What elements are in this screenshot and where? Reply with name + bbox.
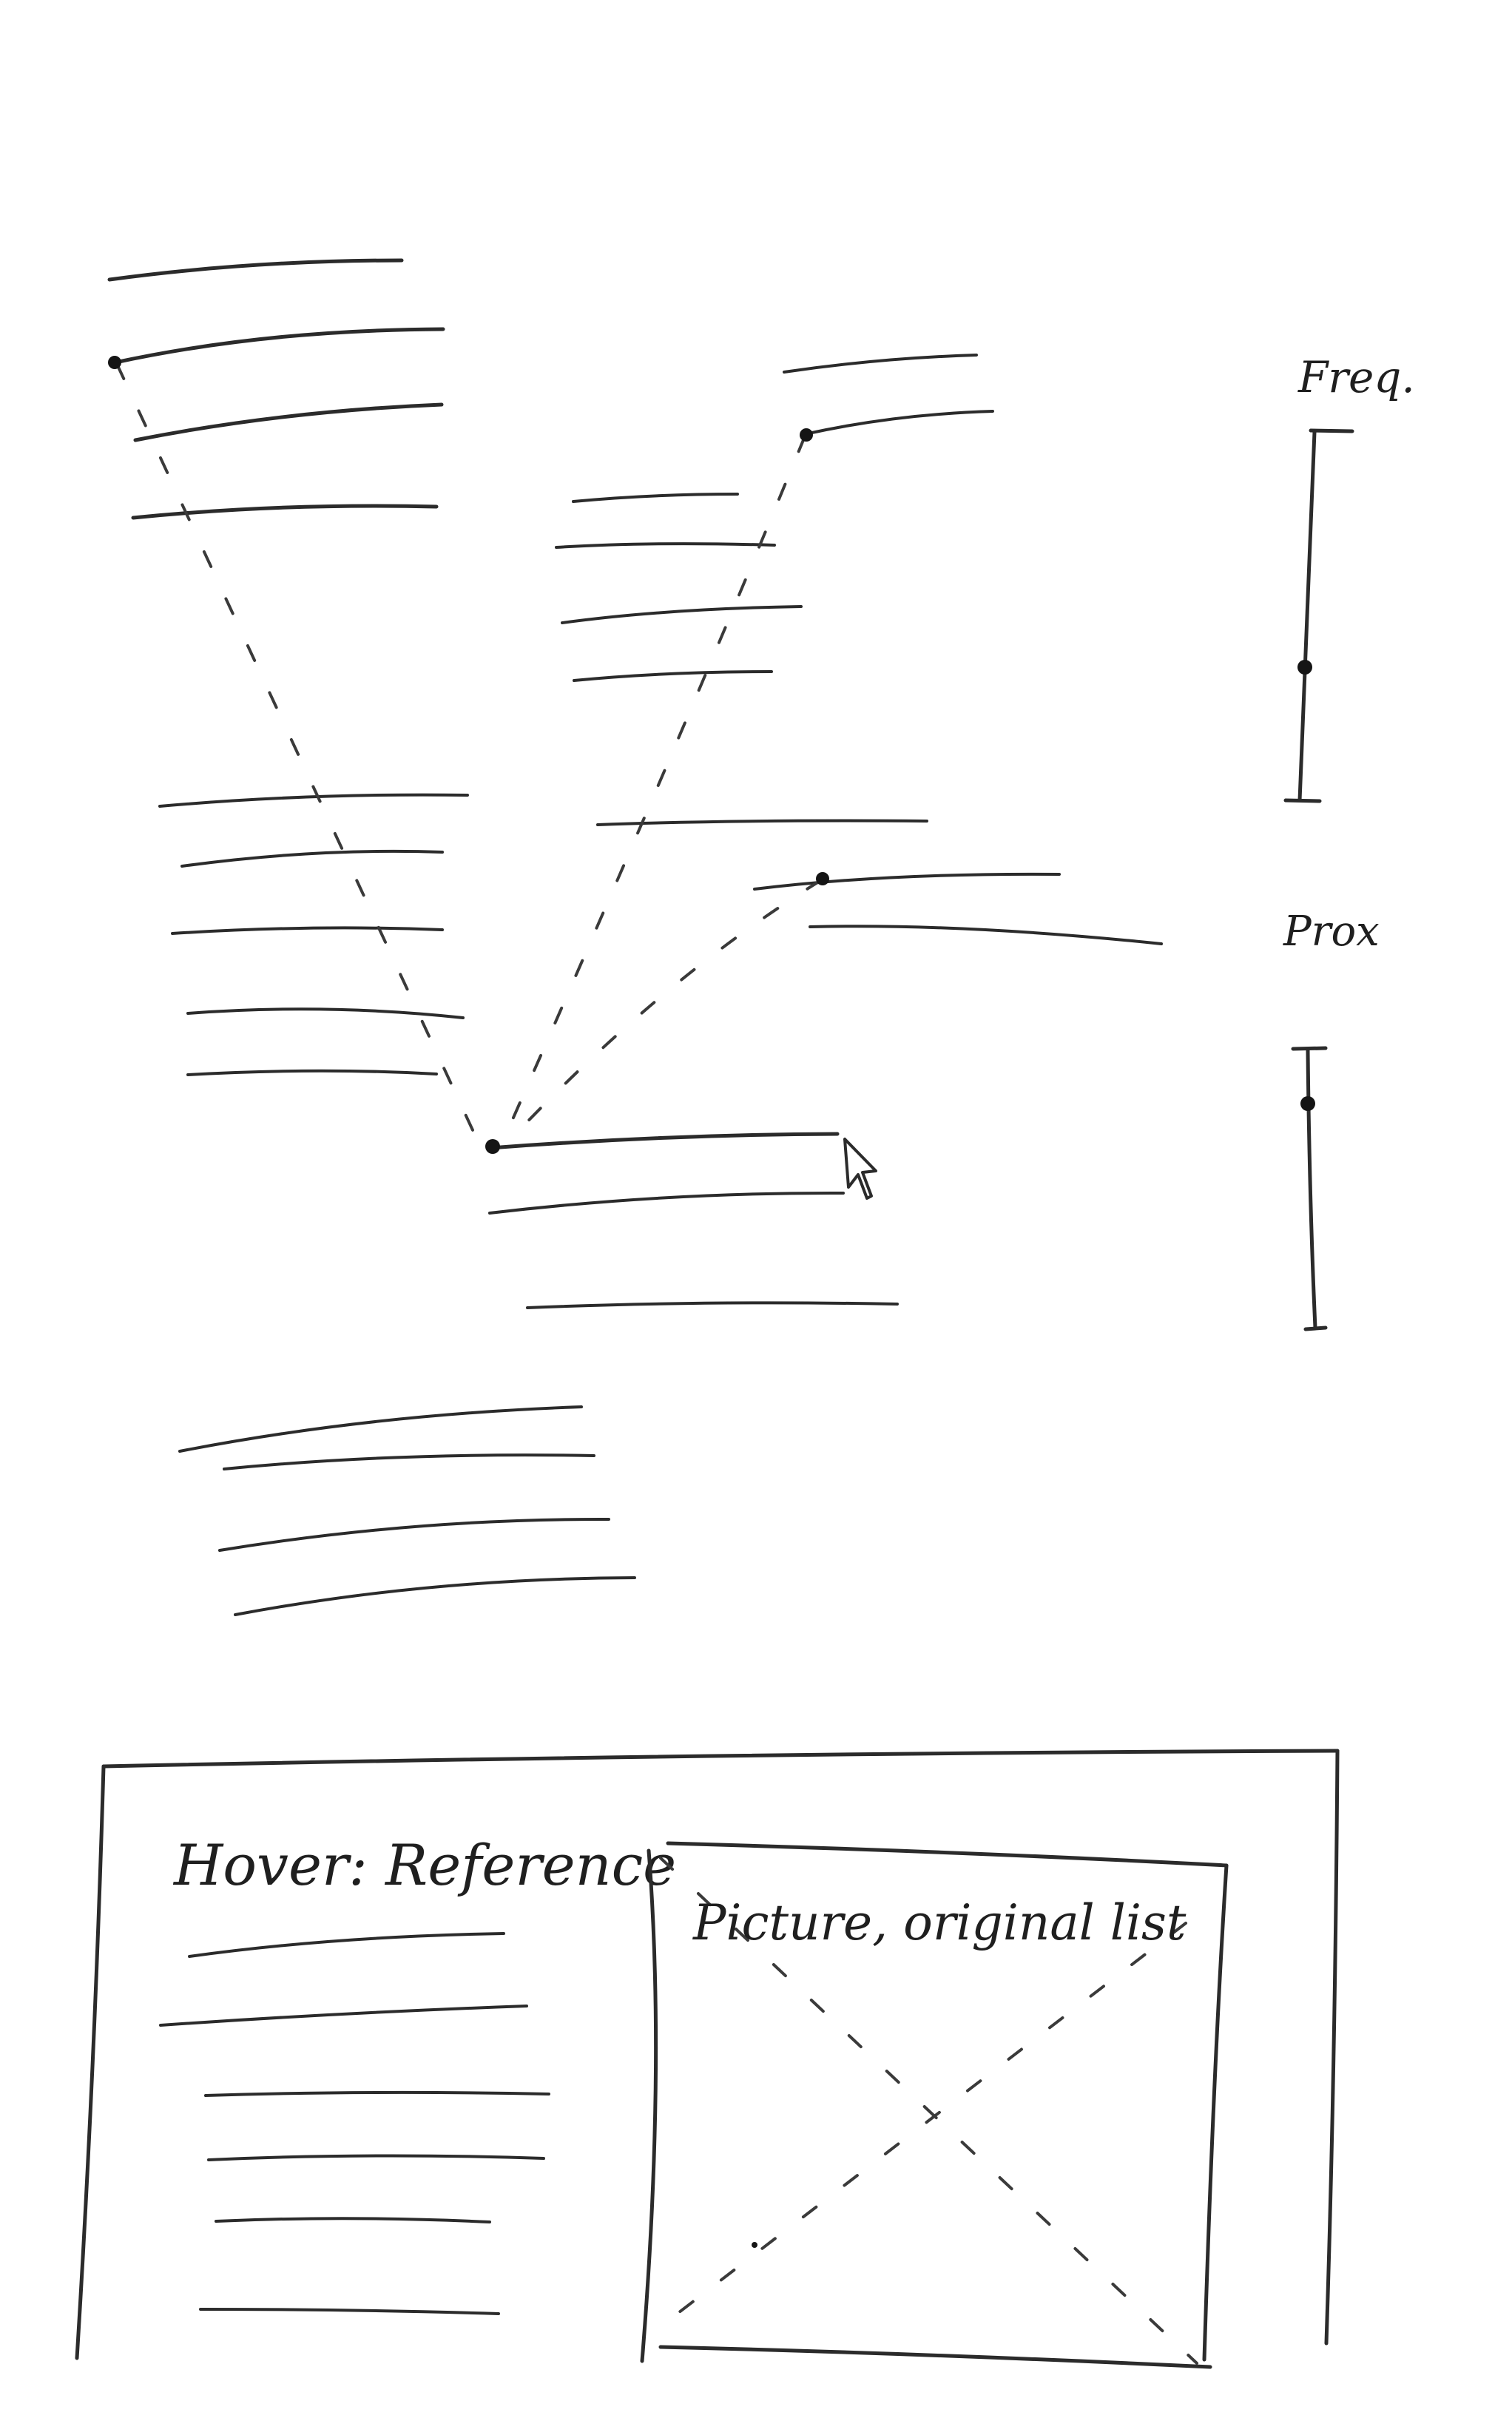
text-line (803, 410, 994, 436)
picture-cross-line (659, 1857, 1198, 2365)
text-line (573, 670, 773, 682)
anchor-dots (108, 356, 829, 1154)
text-line (188, 1932, 505, 1958)
text-line (186, 1069, 438, 1076)
text-line (234, 1576, 636, 1616)
hover-panel-border-left (75, 1764, 106, 2360)
text-cluster-top-left[interactable] (107, 258, 445, 520)
text-cluster-top-middle[interactable] (555, 493, 803, 682)
text-line (133, 402, 444, 442)
connection-line (516, 879, 823, 1133)
prox-slider-handle[interactable] (1300, 1096, 1315, 1111)
text-line (207, 2154, 545, 2161)
text-line (215, 2217, 491, 2223)
text-line (218, 1517, 610, 1552)
freq-slider[interactable]: Freq. (1283, 352, 1415, 803)
connection-line (509, 435, 806, 1126)
picture-frame-top (666, 1841, 1229, 1868)
text-line (526, 1301, 899, 1309)
text-line (107, 258, 404, 282)
anchor-dot (108, 356, 121, 369)
hover-reference-text (159, 1932, 550, 2315)
hover-panel-border-right (1324, 1749, 1340, 2346)
prox-slider[interactable]: Prox (1283, 908, 1380, 1331)
anchor-dot (800, 428, 813, 442)
freq-slider-label: Freq. (1297, 352, 1415, 402)
prox-slider-track (1306, 1048, 1317, 1330)
text-line (783, 354, 978, 374)
picture-frame-bottom (658, 2345, 1212, 2369)
picture-placeholder: Picture, original list (640, 1841, 1229, 2369)
picture-cross-line (661, 1922, 1187, 2326)
picture-frame-right (1202, 1863, 1229, 2362)
freq-slider-handle[interactable] (1297, 660, 1312, 675)
anchor-dot (816, 872, 829, 885)
text-line (572, 493, 739, 503)
freq-slider-bottom-cap (1283, 798, 1322, 803)
text-line (561, 605, 803, 624)
prox-slider-label: Prox (1283, 908, 1380, 956)
text-line (178, 1405, 583, 1453)
text-line (199, 2308, 500, 2315)
text-line (223, 1453, 595, 1470)
anchor-dot (485, 1139, 500, 1154)
text-cluster-middle-right[interactable] (753, 872, 1163, 945)
text-cluster-center-target[interactable] (488, 1132, 899, 1309)
text-line (186, 1007, 465, 1019)
text-line (809, 925, 1163, 945)
text-line (171, 926, 444, 935)
connection-line (115, 362, 475, 1133)
freq-slider-track (1297, 430, 1317, 803)
text-cluster-bottom-left[interactable] (178, 1405, 636, 1616)
hover-panel: Hover: Reference Picture, original list (75, 1749, 1340, 2369)
picture-speck (752, 2242, 757, 2248)
text-line (488, 1132, 840, 1150)
text-line (488, 1191, 845, 1215)
prox-slider-bottom-cap (1303, 1325, 1328, 1331)
text-line (596, 819, 928, 826)
hover-panel-border-top (101, 1749, 1340, 1769)
text-line (158, 793, 469, 808)
text-line (113, 327, 445, 365)
freq-slider-top-cap (1309, 428, 1354, 433)
text-line (204, 2090, 550, 2097)
text-line (159, 2005, 528, 2027)
picture-label: Picture, original list (692, 1894, 1187, 1951)
text-line (131, 504, 439, 520)
text-line (180, 849, 444, 868)
text-line (753, 872, 1061, 891)
connection-lines (115, 362, 823, 1133)
text-line (555, 542, 776, 549)
picture-divider (640, 1848, 658, 2363)
prox-slider-top-cap (1291, 1046, 1328, 1051)
text-cluster-middle[interactable] (596, 819, 928, 826)
hover-panel-title: Hover: Reference (172, 1832, 676, 1898)
text-cluster-middle-left[interactable] (158, 793, 469, 1076)
mouse-pointer-icon (843, 1138, 877, 1200)
text-cluster-top-right[interactable] (783, 354, 994, 436)
